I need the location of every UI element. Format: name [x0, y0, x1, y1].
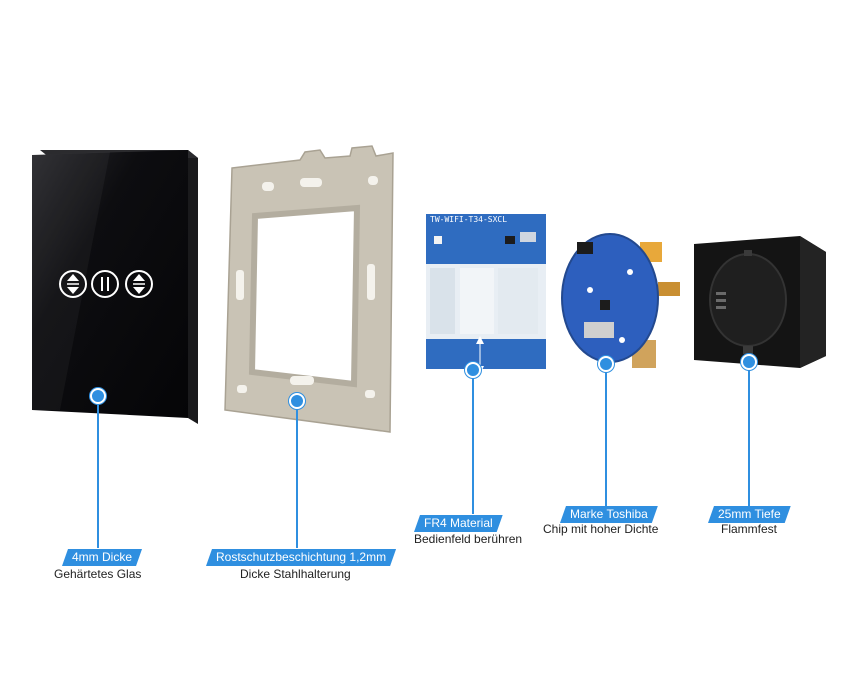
callout-dot-chip [598, 356, 614, 372]
callout-tag-chip: Marke Toshiba [560, 506, 658, 523]
leader-line-pcb [472, 372, 474, 514]
callout-desc-pcb: Bedienfeld berühren [414, 532, 523, 546]
callout-desc-frame: Dicke Stahlhalterung [240, 567, 351, 581]
blind-down-icon[interactable] [124, 264, 154, 304]
callout-tag-glass: 4mm Dicke [62, 549, 142, 566]
callout-dot-socket [741, 354, 757, 370]
callout-dot-glass [90, 388, 106, 404]
callout-tag-frame: Rostschutzbeschichtung 1,2mm [206, 549, 396, 566]
callout-desc-chip: Chip mit hoher Dichte [543, 522, 659, 536]
leader-line-socket [748, 362, 750, 506]
callout-dot-pcb [465, 362, 481, 378]
leader-line-glass [97, 396, 99, 548]
callout-tag-pcb: FR4 Material [414, 515, 503, 532]
pause-icon[interactable] [90, 264, 120, 304]
blind-up-icon[interactable] [58, 264, 88, 304]
leader-line-frame [296, 400, 298, 548]
callout-desc-glass: Gehärtetes Glas [54, 567, 142, 581]
leader-line-chip [605, 364, 607, 506]
callout-tag-socket: 25mm Tiefe [708, 506, 791, 523]
callout-dot-frame [289, 393, 305, 409]
pcb-label: TW-WIFI-T34-SXCL [430, 215, 508, 224]
callout-desc-socket: Flammfest [721, 522, 778, 536]
